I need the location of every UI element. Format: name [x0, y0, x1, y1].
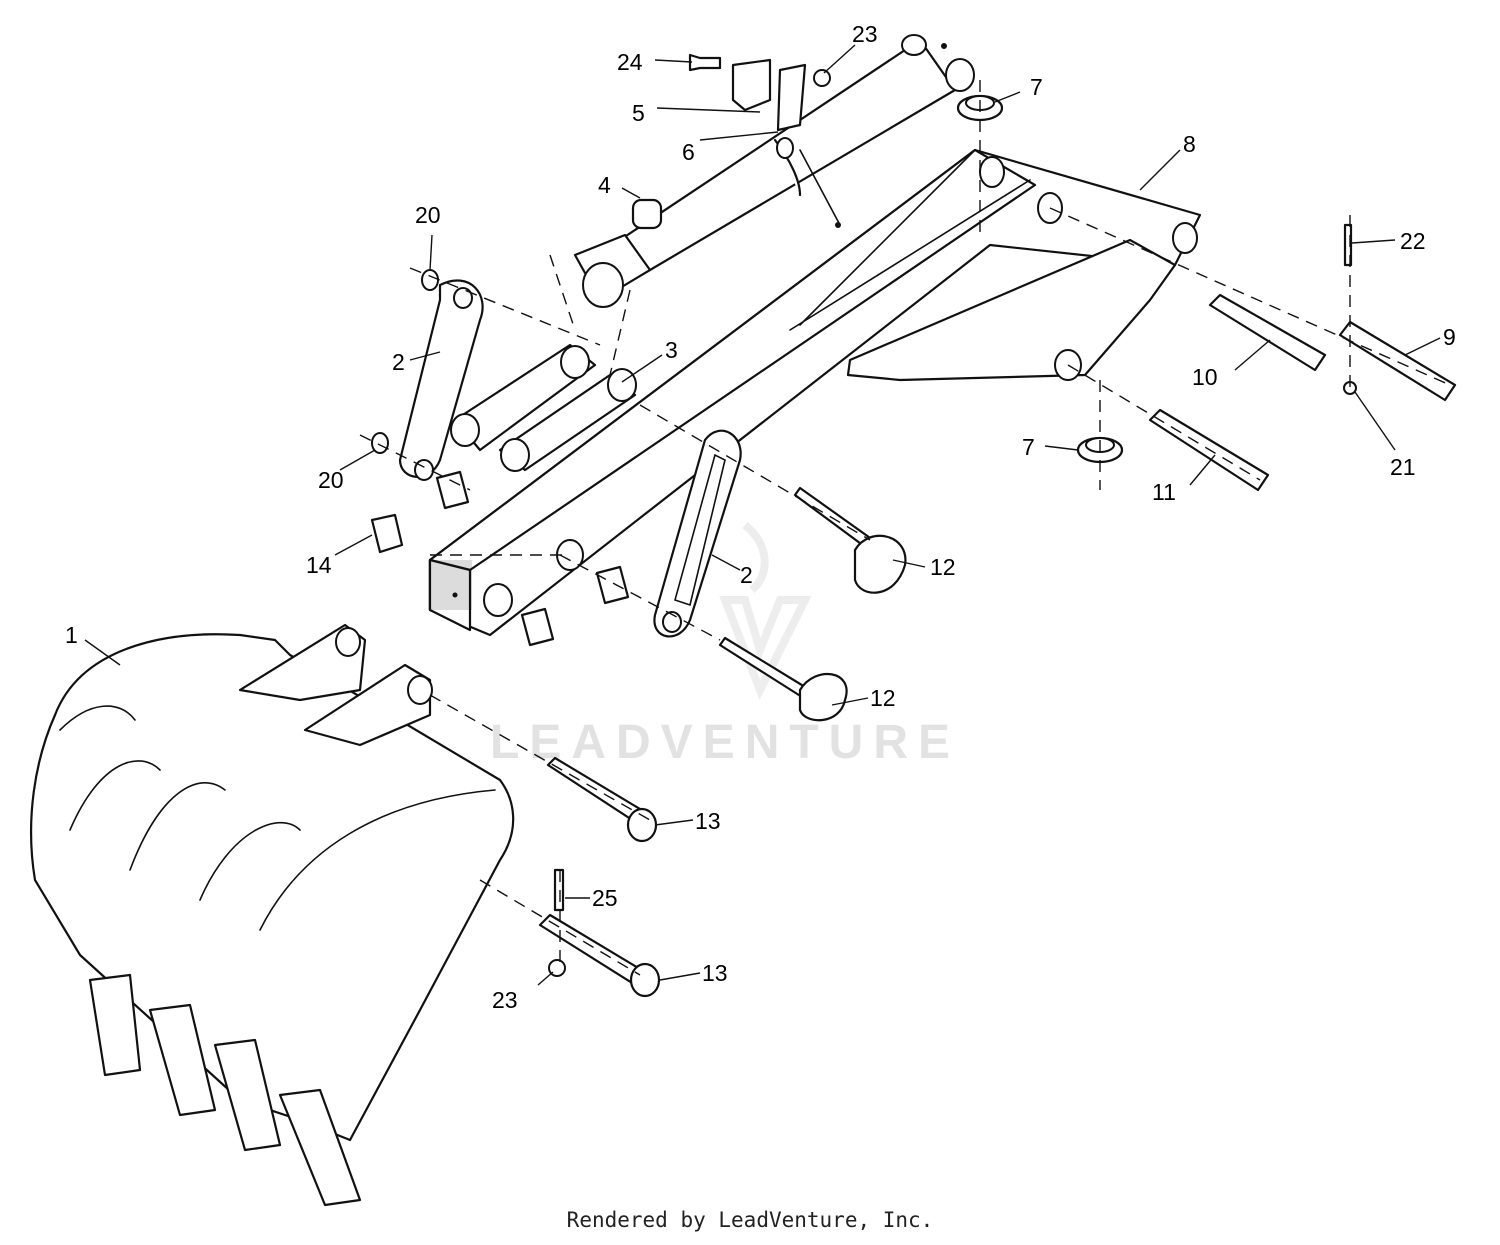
callout-12-top: 12 [930, 554, 956, 580]
callout-25: 25 [592, 885, 618, 911]
callout-11: 11 [1152, 479, 1176, 505]
nut-part-23a[interactable] [813, 69, 831, 87]
bucket-part-1[interactable] [29, 623, 515, 1207]
bushing-part-14c[interactable] [595, 565, 630, 605]
callout-20-bottom: 20 [318, 467, 344, 493]
callout-2-left: 2 [392, 349, 405, 375]
callout-23-top: 23 [852, 21, 878, 47]
callout-6: 6 [682, 139, 695, 165]
callout-13-bottom: 13 [702, 960, 728, 986]
callout-7-top: 7 [1030, 74, 1043, 100]
boom-part-8[interactable] [428, 148, 1202, 637]
pin-part-13a[interactable] [546, 756, 658, 843]
clamp-part-6[interactable] [773, 137, 802, 197]
watermark-text: LEADVENTURE [490, 716, 960, 769]
callout-3: 3 [665, 337, 678, 363]
callout-13-top: 13 [695, 808, 721, 834]
bushing-part-14b[interactable] [435, 470, 470, 510]
bolt-part-24[interactable] [688, 53, 722, 72]
callout-8: 8 [1183, 131, 1196, 157]
bushing-part-14d[interactable] [520, 607, 555, 647]
pin-part-12a[interactable] [793, 486, 907, 594]
callout-7-bottom: 7 [1022, 434, 1035, 460]
callout-14: 14 [306, 552, 332, 578]
bracket-part-5[interactable] [731, 58, 807, 132]
callout-4: 4 [598, 172, 611, 198]
callout-leaders [84, 44, 1441, 986]
bushing-part-14a[interactable] [370, 513, 404, 554]
washer-part-20a[interactable] [421, 269, 439, 291]
watermark-logo [719, 521, 812, 700]
callout-21: 21 [1390, 454, 1416, 480]
bolt-part-25[interactable] [553, 868, 565, 912]
callout-2-right: 2 [740, 562, 753, 588]
callout-9: 9 [1443, 324, 1456, 350]
callout-20-top: 20 [415, 202, 441, 228]
callout-5: 5 [632, 100, 645, 126]
assembly-lines [359, 80, 1451, 976]
link-part-2a[interactable] [398, 279, 484, 481]
callout-1: 1 [65, 622, 78, 648]
callout-10: 10 [1192, 364, 1218, 390]
pin-part-13b[interactable] [538, 913, 661, 998]
callout-22: 22 [1400, 228, 1426, 254]
pin-part-12b[interactable] [718, 636, 848, 722]
callout-23-bottom: 23 [492, 987, 518, 1013]
pin-part-10[interactable] [1208, 293, 1327, 372]
washer-part-20b[interactable] [371, 432, 389, 454]
callout-24: 24 [617, 49, 643, 75]
callout-12-bottom: 12 [870, 685, 896, 711]
pin-part-9[interactable] [1338, 320, 1457, 402]
footer-credit: Rendered by LeadVenture, Inc. [566, 1208, 934, 1232]
